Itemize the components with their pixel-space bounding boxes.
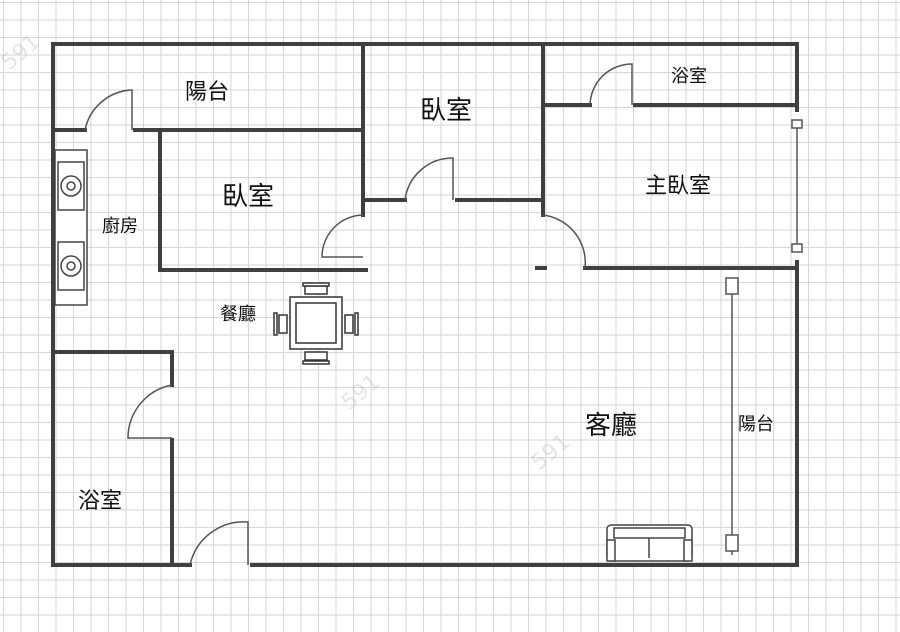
sofa-icon — [606, 524, 693, 562]
room-label-bath-top: 浴室 — [671, 66, 707, 87]
room-label-balcony-right: 陽台 — [738, 414, 774, 435]
room-label-kitchen: 廚房 — [102, 216, 138, 237]
room-label-master-bedroom: 主臥室 — [645, 174, 712, 199]
room-label-balcony-top: 陽台 — [185, 80, 230, 105]
room-label-living: 客廳 — [585, 411, 638, 441]
room-label-bedroom-left: 臥室 — [222, 182, 275, 212]
room-label-bedroom-top: 臥室 — [420, 96, 473, 126]
dining-table-icon — [273, 282, 359, 365]
outer-wall-top — [51, 42, 799, 112]
outer-wall-right-bottom — [250, 260, 799, 567]
stove-icon — [54, 149, 88, 306]
room-label-bath-bottom: 浴室 — [78, 489, 123, 514]
outer-wall-left — [51, 42, 192, 567]
doors — [84, 63, 803, 566]
room-label-dining: 餐廳 — [220, 304, 256, 325]
